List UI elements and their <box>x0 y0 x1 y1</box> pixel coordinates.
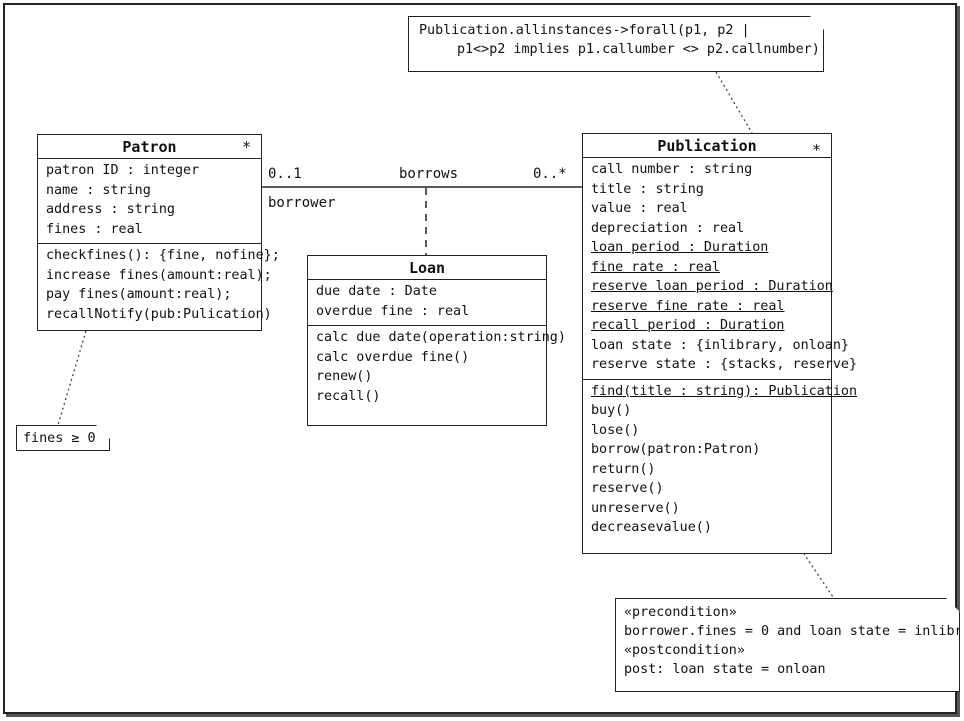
attribute: value : real <box>591 201 688 216</box>
operation: recallNotify(pub:Pulication) <box>46 306 272 322</box>
attribute: fines : real <box>46 221 143 237</box>
fines-note-link <box>57 330 87 426</box>
association-name-label: borrows <box>399 166 459 182</box>
attribute: loan state : {inlibrary, onloan} <box>591 337 849 353</box>
operation: return() <box>591 461 656 477</box>
patron-class-name: Patron <box>122 138 177 156</box>
attribute: overdue fine : real <box>316 303 470 319</box>
borrower-role-label: borrower <box>268 195 336 211</box>
publication-class-header: Publication * <box>583 134 831 159</box>
static-attribute: fine rate : real <box>591 259 720 275</box>
static-attribute: loan period : Duration <box>591 240 769 255</box>
attribute: depreciation : real <box>591 220 745 236</box>
loan-class[interactable]: Loan due date : Date overdue fine : real… <box>307 255 566 426</box>
loan-attributes: due date : Date overdue fine : real <box>308 280 546 325</box>
static-attribute: reserve fine rate : real <box>591 298 785 314</box>
right-multiplicity-label: 0..* <box>533 166 567 182</box>
loan-class-name: Loan <box>408 259 446 277</box>
static-attribute: reserve loan period : Duration <box>591 279 833 294</box>
patron-class-header: Patron * <box>38 135 261 159</box>
operation: renew() <box>316 369 373 384</box>
operation: increase fines(amount:real); <box>46 267 272 283</box>
note-line: p1<>p2 implies p1.callumber <> p2.callnu… <box>457 42 820 57</box>
static-attribute: recall period : Duration <box>591 318 785 333</box>
operation: calc due date(operation:string) <box>316 330 566 345</box>
publication-class[interactable]: Publication * call number : string title… <box>582 133 858 554</box>
operation: decreasevalue() <box>591 520 712 535</box>
attribute: title : string <box>591 181 704 197</box>
attribute: reserve state : {stacks, reserve} <box>591 357 858 372</box>
attribute: patron ID : integer <box>46 163 200 178</box>
note-line: borrower.fines = 0 and loan state = inli… <box>624 624 964 639</box>
operation: reserve() <box>591 481 664 496</box>
loan-operations: calc due date(operation:string) calc ove… <box>308 325 566 410</box>
left-multiplicity-label: 0..1 <box>268 166 302 182</box>
patron-multiplicity: * <box>241 138 251 156</box>
publication-attributes: call number : string title : string valu… <box>583 158 858 379</box>
operation: calc overdue fine() <box>316 349 470 365</box>
publication-multiplicity: * <box>811 141 821 159</box>
uniqueness-constraint-note: Publication.allinstances->forall(p1, p2 … <box>408 16 824 72</box>
publication-operations: find(title : string): Publication buy() … <box>583 378 858 542</box>
patron-class[interactable]: Patron * patron ID : integer name : stri… <box>37 134 280 331</box>
operation: checkfines(): {fine, nofine}; <box>46 248 280 263</box>
publication-class-name: Publication <box>657 137 757 155</box>
constraint-note-link <box>715 71 753 134</box>
static-operation: find(title : string): Publication <box>591 383 858 399</box>
operation: recall() <box>316 388 381 404</box>
patron-operations: checkfines(): {fine, nofine}; increase f… <box>38 243 280 328</box>
fines-constraint-note: fines ≥ 0 <box>16 425 110 451</box>
operation: unreserve() <box>591 500 680 516</box>
note-line: post: loan state = onloan <box>624 662 826 677</box>
operation: lose() <box>591 422 640 438</box>
note-line: fines ≥ 0 <box>23 431 96 446</box>
attribute: call number : string <box>591 162 753 177</box>
note-line: «postcondition» <box>624 643 745 658</box>
operation: buy() <box>591 403 632 418</box>
patron-attributes: patron ID : integer name : string addres… <box>38 159 261 243</box>
operation: borrow(patron:Patron) <box>591 442 761 457</box>
note-line: Publication.allinstances->forall(p1, p2 … <box>419 23 750 38</box>
attribute: address : string <box>46 202 175 217</box>
note-line: «precondition» <box>624 605 737 620</box>
loan-class-header: Loan <box>308 256 546 280</box>
borrow-conditions-note: «precondition» borrower.fines = 0 and lo… <box>615 598 960 692</box>
operation: pay fines(amount:real); <box>46 287 232 302</box>
attribute: name : string <box>46 182 151 198</box>
diagram-frame <box>3 3 957 714</box>
attribute: due date : Date <box>316 284 437 299</box>
